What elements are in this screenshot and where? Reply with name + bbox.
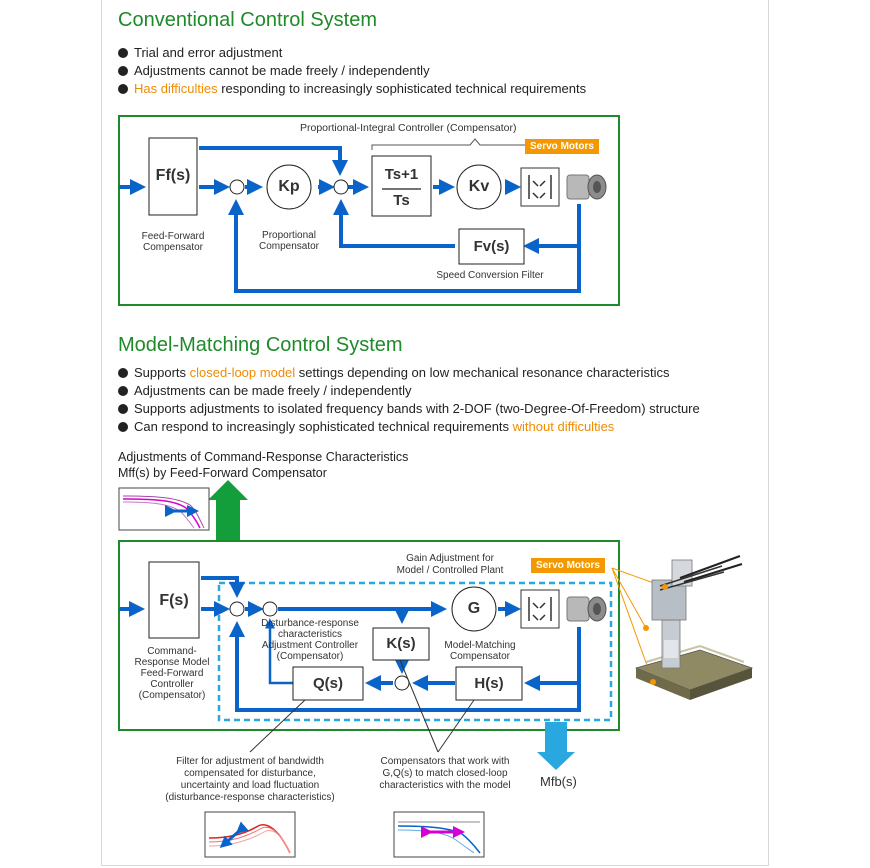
fv-block [458,228,525,265]
f-block [148,561,200,639]
dist-caption-1: Disturbance-response [261,618,359,629]
sum-junction [333,179,349,195]
ff-block [148,137,198,216]
servo-motor-icon [566,174,607,200]
f-caption-5: (Compensator) [138,690,206,701]
conventional-diagram-frame [118,115,620,306]
fv-caption: Speed Conversion Filter [436,270,544,281]
filter-note-4: (disturbance-response characteristics) [165,792,335,803]
servo-motors-badge: Servo Motors [531,558,605,573]
servo-amp-icon [520,167,560,207]
ff-caption-1: Feed-Forward [141,231,205,242]
sum-junction [229,601,245,617]
integral-block [371,155,432,217]
bullet-item: Adjustments cannot be made freely / inde… [118,62,586,80]
sum-junction [262,601,278,617]
model-matching-diagram-frame [118,540,620,731]
sum-junction [394,675,410,691]
bullet-item: Adjustments can be made freely / indepen… [118,382,700,400]
disturbance-response-thumbnail [204,811,296,858]
h-block [455,666,523,701]
kv-block [456,164,502,210]
k-block [372,627,430,661]
leader-lines [249,659,475,753]
gain-caption-1: Gain Adjustment for [406,553,494,564]
adjustment-title-1: Adjustments of Command-Response Characte… [118,450,409,464]
dist-caption-3: Adjustment Controller [261,640,359,651]
kp-caption-1: Proportional [262,230,316,241]
servo-motor-icon [566,596,607,622]
conventional-title: Conventional Control System [118,9,378,31]
ff-block-label: Ff(s) [155,167,191,184]
filter-note-3: uncertainty and load fluctuation [180,780,320,791]
kv-block-label: Kv [468,178,490,195]
bullet-item: Supports closed-loop model settings depe… [118,364,700,382]
filter-note-1: Filter for adjustment of bandwidth [176,756,324,767]
signal-lines [119,146,581,293]
dist-caption-2: characteristics [278,629,342,640]
content-frame [101,0,769,866]
f-caption-2: Response Model [134,657,210,668]
f-caption-3: Feed-Forward [140,668,204,679]
fv-block-label: Fv(s) [473,238,510,255]
q-block [292,666,364,701]
comp-note-1: Compensators that work with [380,756,510,767]
model-matching-bullets: Supports closed-loop model settings depe… [118,364,700,436]
f-caption-4: Controller [150,679,194,690]
filter-note-2: compensated for disturbance, [184,768,316,779]
comp-note-3: characteristics with the model [379,780,511,791]
closed-loop-thumbnail [393,811,485,858]
ff-response-thumbnail [118,487,210,531]
k-block-label: K(s) [386,635,416,652]
g-caption-1: Model-Matching [444,640,516,651]
f-block-label: F(s) [159,592,189,609]
h-block-label: H(s) [474,675,504,692]
ff-adjust-arrow [208,480,248,540]
bullet-item: Has difficulties responding to increasin… [118,80,586,98]
gain-caption-2: Model / Controlled Plant [396,565,504,576]
comp-note-2: G,Q(s) to match closed-loop [382,768,508,779]
g-block [451,586,497,632]
ff-caption-2: Compensator [142,242,204,253]
servo-amp-icon [520,589,560,629]
integral-denominator: Ts [393,192,410,209]
dashed-boundary [217,581,613,722]
bullet-item: Supports adjustments to isolated frequen… [118,400,700,418]
sum-junction [229,179,245,195]
mfb-arrow [537,722,575,770]
bullet-item: Trial and error adjustment [118,44,586,62]
integral-numerator: Ts+1 [384,166,419,183]
kp-caption-2: Compensator [258,241,320,252]
servo-motors-badge: Servo Motors [525,139,599,154]
bullet-item: Can respond to increasingly sophisticate… [118,418,700,436]
robot-illustration [634,555,754,700]
f-caption-1: Command- [147,646,197,657]
g-block-label: G [467,600,481,617]
g-caption-2: Compensator [449,651,511,662]
model-matching-title: Model-Matching Control System [118,334,403,356]
mfb-label: Mfb(s) [540,774,577,789]
kp-block [266,164,312,210]
dist-caption-4: (Compensator) [276,651,344,662]
pi-controller-label: Proportional-Integral Controller (Compen… [300,122,517,134]
kp-block-label: Kp [278,178,300,195]
adjustment-title-2: Mff(s) by Feed-Forward Compensator [118,466,327,480]
q-block-label: Q(s) [313,675,343,692]
conventional-bullets: Trial and error adjustment Adjustments c… [118,44,586,98]
